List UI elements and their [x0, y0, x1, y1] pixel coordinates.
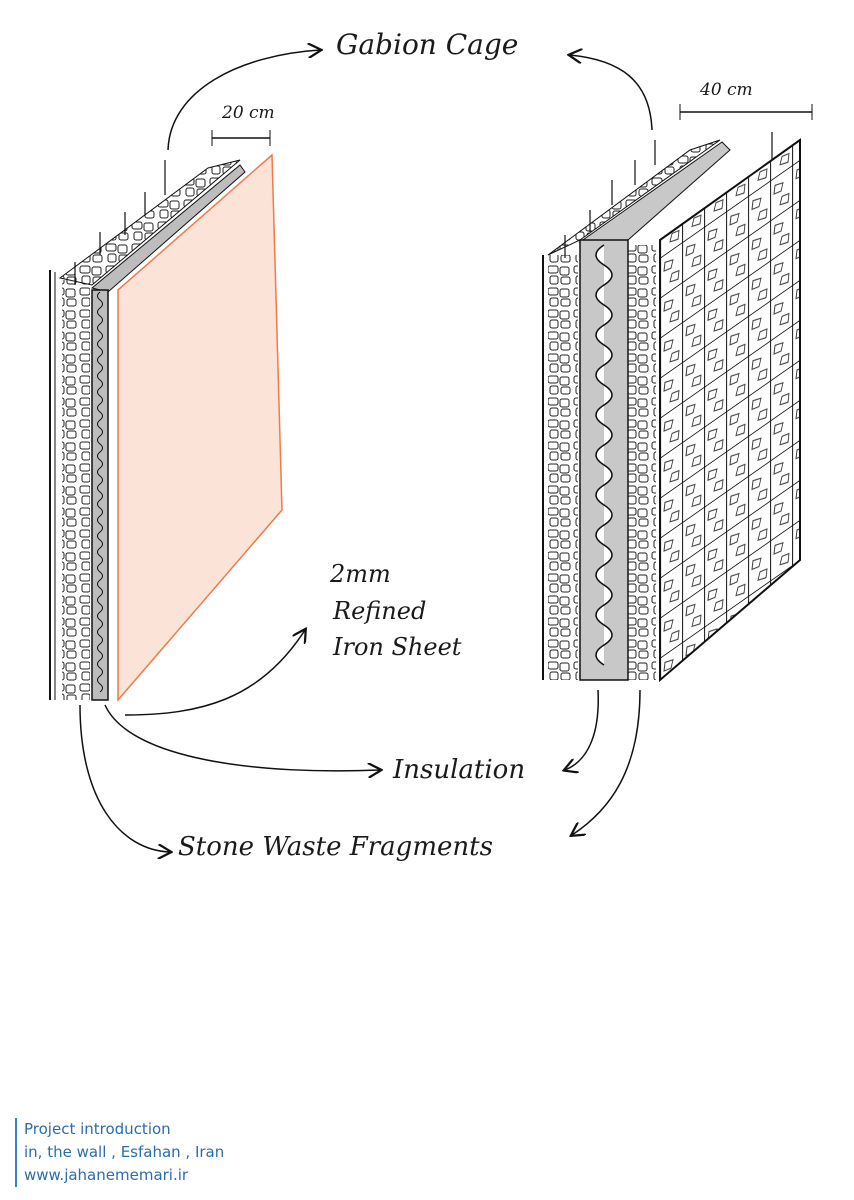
label-gabion-cage: Gabion Cage	[336, 28, 519, 61]
iron-sheet	[117, 153, 283, 703]
footer-location: in, the wall , Esfahan , Iran	[24, 1143, 225, 1161]
gabion-mesh	[659, 138, 801, 683]
label-dimension-right: 40 cm	[700, 80, 753, 100]
insulation-layer	[91, 289, 109, 701]
label-insulation: Insulation	[393, 755, 526, 785]
annotation-arrows	[79, 50, 653, 852]
project-footer: Project introduction in, the wall , Esfa…	[15, 1118, 224, 1187]
label-sheet-refined: Refined	[333, 597, 427, 625]
label-stone-waste: Stone Waste Fragments	[178, 832, 493, 862]
label-sheet-thickness: 2mm	[330, 560, 391, 588]
left-wall-section	[49, 130, 283, 703]
label-dimension-left: 20 cm	[222, 103, 275, 123]
right-wall-section	[542, 104, 813, 683]
footer-website-link[interactable]: www.jahanememari.ir	[24, 1166, 189, 1184]
stone-layer	[62, 280, 90, 700]
footer-title: Project introduction	[24, 1120, 171, 1138]
label-iron-sheet: Iron Sheet	[333, 633, 462, 661]
